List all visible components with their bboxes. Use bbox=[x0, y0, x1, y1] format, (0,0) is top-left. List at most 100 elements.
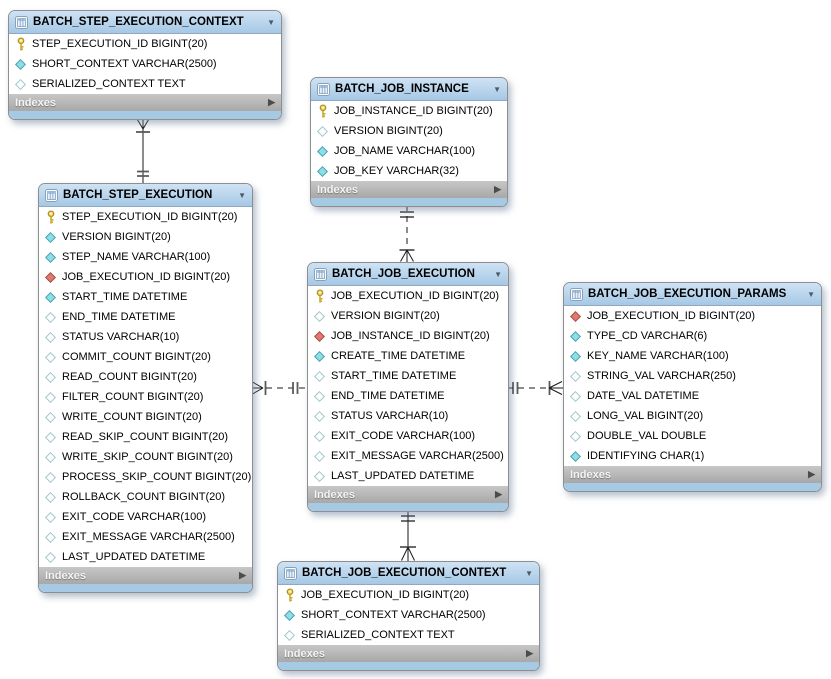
table-title: BATCH_JOB_EXECUTION bbox=[332, 268, 475, 280]
diamond-outline-icon bbox=[313, 410, 326, 422]
indexes-bar[interactable]: Indexes ▶ bbox=[278, 645, 539, 662]
indexes-bar[interactable]: Indexes▶ bbox=[564, 466, 821, 483]
column-label: JOB_EXECUTION_ID BIGINT(20) bbox=[587, 310, 756, 322]
diamond-outline-icon bbox=[44, 431, 57, 443]
table-batch_job_execution[interactable]: BATCH_JOB_EXECUTION ▼ JOB_EXECUTION_ID BIG… bbox=[307, 262, 509, 512]
column-label: LAST_UPDATED DATETIME bbox=[331, 470, 475, 482]
column-label: START_TIME DATETIME bbox=[331, 370, 457, 382]
table-icon bbox=[570, 287, 583, 301]
column-label: EXIT_MESSAGE VARCHAR(2500) bbox=[62, 531, 235, 543]
table-header[interactable]: BATCH_JOB_EXECUTION ▼ bbox=[308, 263, 508, 286]
table-header[interactable]: BATCH_JOB_EXECUTION_CONTEXT▼ bbox=[278, 562, 539, 585]
column-label: READ_COUNT BIGINT(20) bbox=[62, 371, 197, 383]
expand-indexes-icon[interactable]: ▶ bbox=[526, 648, 533, 658]
column-label: SERIALIZED_CONTEXT TEXT bbox=[301, 629, 455, 641]
column-label: STATUS VARCHAR(10) bbox=[331, 410, 449, 422]
expand-indexes-icon[interactable]: ▶ bbox=[268, 97, 275, 107]
column-label: END_TIME DATETIME bbox=[62, 311, 176, 323]
diamond-outline-icon bbox=[14, 78, 27, 90]
table-batch_job_execution_context[interactable]: BATCH_JOB_EXECUTION_CONTEXT▼JOB_EXECUTIO… bbox=[277, 561, 540, 671]
collapse-toggle-icon[interactable]: ▼ bbox=[494, 269, 502, 279]
column-label: WRITE_SKIP_COUNT BIGINT(20) bbox=[62, 451, 233, 463]
column-row: FILTER_COUNT BIGINT(20) bbox=[39, 387, 252, 407]
diamond-outline-icon bbox=[569, 390, 582, 402]
diamond-filled-icon bbox=[14, 58, 27, 70]
column-label: STEP_EXECUTION_ID BIGINT(20) bbox=[62, 211, 238, 223]
indexes-label: Indexes bbox=[284, 647, 325, 660]
diamond-filled-icon bbox=[44, 231, 57, 243]
table-batch_job_execution_params[interactable]: BATCH_JOB_EXECUTION_PARAMS ▼ JOB_EXECUTION… bbox=[563, 282, 822, 492]
column-row: READ_SKIP_COUNT BIGINT(20) bbox=[39, 427, 252, 447]
column-row: TYPE_CD VARCHAR(6) bbox=[564, 326, 821, 346]
column-row: VERSION BIGINT(20) bbox=[311, 121, 507, 141]
table-batch_step_execution[interactable]: BATCH_STEP_EXECUTION▼ STEP_EXECUTION_ID B… bbox=[38, 183, 253, 593]
column-row: READ_COUNT BIGINT(20) bbox=[39, 367, 252, 387]
column-row: LAST_UPDATED DATETIME bbox=[39, 547, 252, 567]
collapse-toggle-icon[interactable]: ▼ bbox=[238, 190, 246, 200]
table-footer bbox=[564, 483, 821, 491]
column-row: EXIT_CODE VARCHAR(100) bbox=[39, 507, 252, 527]
column-row: JOB_EXECUTION_ID BIGINT(20) bbox=[39, 267, 252, 287]
relationship-jobexec-stepexec[interactable] bbox=[251, 381, 307, 395]
table-footer bbox=[9, 111, 281, 119]
collapse-toggle-icon[interactable]: ▼ bbox=[525, 568, 533, 578]
table-header[interactable]: BATCH_JOB_INSTANCE▼ bbox=[311, 78, 507, 101]
column-row: DOUBLE_VAL DOUBLE bbox=[564, 426, 821, 446]
column-label: VERSION BIGINT(20) bbox=[62, 231, 171, 243]
diamond-filled-icon bbox=[313, 350, 326, 362]
column-row: JOB_EXECUTION_ID BIGINT(20) bbox=[308, 286, 508, 306]
diamond-outline-icon bbox=[44, 451, 57, 463]
table-header[interactable]: BATCH_STEP_EXECUTION_CONTEXT▼ bbox=[9, 11, 281, 34]
table-batch_job_instance[interactable]: BATCH_JOB_INSTANCE▼JOB_INSTANCE_ID BIGIN… bbox=[310, 77, 508, 207]
relationship-jobinstance-jobexec[interactable] bbox=[399, 205, 415, 262]
expand-indexes-icon[interactable]: ▶ bbox=[808, 469, 815, 479]
indexes-bar[interactable]: Indexes▶ bbox=[308, 486, 508, 503]
indexes-bar[interactable]: Indexes ▶ bbox=[39, 567, 252, 584]
diamond-outline-icon bbox=[44, 351, 57, 363]
column-label: END_TIME DATETIME bbox=[331, 390, 445, 402]
indexes-bar[interactable]: Indexes▶ bbox=[311, 181, 507, 198]
diamond-outline-icon bbox=[313, 470, 326, 482]
expand-indexes-icon[interactable]: ▶ bbox=[239, 570, 246, 580]
diamond-filled-icon bbox=[44, 251, 57, 263]
table-footer bbox=[39, 584, 252, 592]
table-icon bbox=[15, 15, 28, 29]
column-row: STEP_NAME VARCHAR(100) bbox=[39, 247, 252, 267]
column-label: WRITE_COUNT BIGINT(20) bbox=[62, 411, 202, 423]
column-row: JOB_INSTANCE_ID BIGINT(20) bbox=[308, 326, 508, 346]
relationship-jobexec-jobctx[interactable] bbox=[400, 509, 416, 561]
expand-indexes-icon[interactable]: ▶ bbox=[495, 489, 502, 499]
column-list: JOB_EXECUTION_ID BIGINT(20)VERSION BIGIN… bbox=[308, 286, 508, 486]
relationship-jobexec-params[interactable] bbox=[507, 381, 563, 395]
column-label: ROLLBACK_COUNT BIGINT(20) bbox=[62, 491, 226, 503]
indexes-label: Indexes bbox=[45, 569, 86, 582]
indexes-bar[interactable]: Indexes▶ bbox=[9, 94, 281, 111]
collapse-toggle-icon[interactable]: ▼ bbox=[807, 289, 815, 299]
collapse-toggle-icon[interactable]: ▼ bbox=[267, 17, 275, 27]
table-title: BATCH_JOB_EXECUTION_PARAMS bbox=[588, 288, 787, 300]
column-row: WRITE_COUNT BIGINT(20) bbox=[39, 407, 252, 427]
column-list: STEP_EXECUTION_ID BIGINT(20)SHORT_CONTEX… bbox=[9, 34, 281, 94]
diamond-outline-icon bbox=[44, 311, 57, 323]
diamond-outline-icon bbox=[569, 370, 582, 382]
collapse-toggle-icon[interactable]: ▼ bbox=[493, 84, 501, 94]
column-row: COMMIT_COUNT BIGINT(20) bbox=[39, 347, 252, 367]
column-row: LONG_VAL BIGINT(20) bbox=[564, 406, 821, 426]
column-row: END_TIME DATETIME bbox=[308, 386, 508, 406]
column-row: STEP_EXECUTION_ID BIGINT(20) bbox=[9, 34, 281, 54]
column-row: IDENTIFYING CHAR(1) bbox=[564, 446, 821, 466]
expand-indexes-icon[interactable]: ▶ bbox=[494, 184, 501, 194]
diamond-outline-icon bbox=[44, 331, 57, 343]
relationship-stepctx-stepexec[interactable] bbox=[136, 117, 150, 183]
table-batch_step_execution_context[interactable]: BATCH_STEP_EXECUTION_CONTEXT▼STEP_EXECUT… bbox=[8, 10, 282, 120]
diamond-outline-icon bbox=[569, 430, 582, 442]
diamond-filled-icon bbox=[316, 145, 329, 157]
table-header[interactable]: BATCH_STEP_EXECUTION▼ bbox=[39, 184, 252, 207]
table-header[interactable]: BATCH_JOB_EXECUTION_PARAMS ▼ bbox=[564, 283, 821, 306]
table-footer bbox=[308, 503, 508, 511]
column-row: STRING_VAL VARCHAR(250) bbox=[564, 366, 821, 386]
column-label: TYPE_CD VARCHAR(6) bbox=[587, 330, 708, 342]
diamond-outline-icon bbox=[313, 450, 326, 462]
key-icon bbox=[313, 288, 326, 304]
